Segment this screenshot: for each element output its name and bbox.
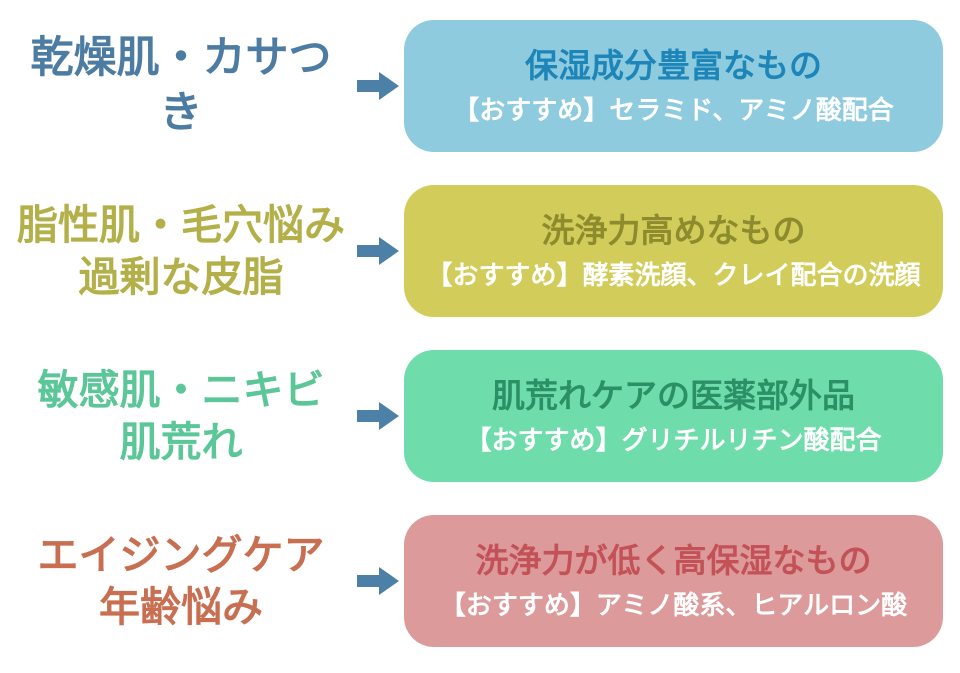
box-subtitle: 【おすすめ】グリチルリチン酸配合 bbox=[465, 424, 882, 455]
skin-type-label: エイジングケア 年齢悩み bbox=[10, 529, 352, 634]
recommendation-box: 洗浄力が低く高保湿なもの 【おすすめ】アミノ酸系、ヒアルロン酸 bbox=[404, 515, 943, 647]
arrow-right-icon bbox=[352, 401, 404, 431]
row-aging-care: エイジングケア 年齢悩み 洗浄力が低く高保湿なもの 【おすすめ】アミノ酸系、ヒア… bbox=[10, 515, 943, 647]
skin-type-label-line1: エイジングケア bbox=[37, 531, 325, 578]
recommendation-box: 保湿成分豊富なもの 【おすすめ】セラミド、アミノ酸配合 bbox=[404, 20, 943, 152]
recommendation-box: 肌荒れケアの医薬部外品 【おすすめ】グリチルリチン酸配合 bbox=[404, 350, 943, 482]
skin-type-label-line2: 肌荒れ bbox=[119, 419, 243, 465]
skin-type-label-line2: 過剰な皮脂 bbox=[78, 254, 284, 300]
skin-type-label-line2: 年齢悩み bbox=[99, 584, 263, 630]
box-subtitle: 【おすすめ】セラミド、アミノ酸配合 bbox=[453, 94, 894, 125]
box-title: 洗浄力が低く高保湿なもの bbox=[475, 541, 872, 579]
skin-type-label: 乾燥肌・カサつき bbox=[10, 31, 352, 141]
box-title: 洗浄力高めなもの bbox=[541, 211, 806, 249]
recommendation-box: 洗浄力高めなもの 【おすすめ】酵素洗顔、クレイ配合の洗顔 bbox=[404, 185, 943, 317]
box-subtitle: 【おすすめ】酵素洗顔、クレイ配合の洗顔 bbox=[426, 259, 921, 290]
skin-type-label-line1: 脂性肌・毛穴悩み bbox=[17, 201, 345, 248]
row-sensitive-skin: 敏感肌・ニキビ 肌荒れ 肌荒れケアの医薬部外品 【おすすめ】グリチルリチン酸配合 bbox=[10, 350, 943, 482]
arrow-right-icon bbox=[352, 236, 404, 266]
row-oily-skin: 脂性肌・毛穴悩み 過剰な皮脂 洗浄力高めなもの 【おすすめ】酵素洗顔、クレイ配合… bbox=[10, 185, 943, 317]
box-title: 肌荒れケアの医薬部外品 bbox=[492, 376, 855, 414]
box-subtitle: 【おすすめ】アミノ酸系、ヒアルロン酸 bbox=[439, 589, 908, 620]
box-title: 保湿成分豊富なもの bbox=[525, 46, 822, 84]
skin-type-label-line1: 敏感肌・ニキビ bbox=[37, 366, 325, 413]
arrow-right-icon bbox=[352, 566, 404, 596]
skin-type-label-line1: 乾燥肌・カサつき bbox=[30, 33, 332, 137]
row-dry-skin: 乾燥肌・カサつき 保湿成分豊富なもの 【おすすめ】セラミド、アミノ酸配合 bbox=[10, 20, 943, 152]
arrow-right-icon bbox=[352, 71, 404, 101]
skin-type-label: 敏感肌・ニキビ 肌荒れ bbox=[10, 364, 352, 469]
skin-type-label: 脂性肌・毛穴悩み 過剰な皮脂 bbox=[10, 199, 352, 304]
